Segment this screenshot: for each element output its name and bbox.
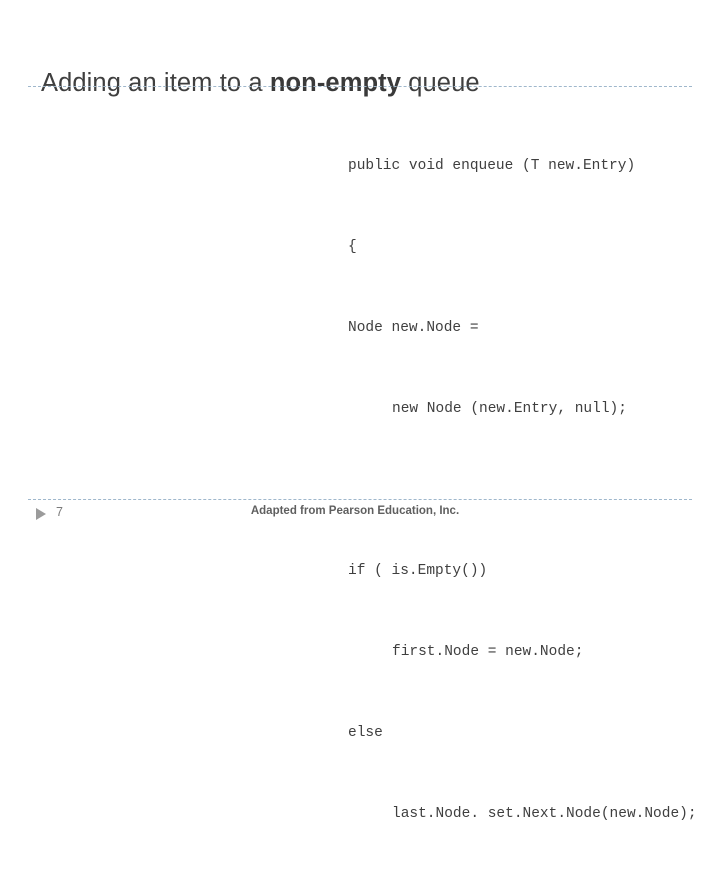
title-prefix: Adding an item to a xyxy=(41,69,270,98)
page-number: 7 xyxy=(56,505,63,519)
title-suffix: queue xyxy=(401,69,480,98)
triangle-right-icon xyxy=(36,508,46,520)
page-title: Adding an item to a non-empty queue xyxy=(41,69,681,98)
code-line: first.Node = new.Node; xyxy=(392,644,584,660)
title-emphasis: non-empty xyxy=(269,69,402,98)
code-block: public void enqueue (T new.Entry) { Node… xyxy=(348,99,720,882)
code-line: else xyxy=(348,725,383,741)
title-divider xyxy=(28,86,692,87)
code-line: last.Node. set.Next.Node(new.Node); xyxy=(392,806,697,822)
footer-divider xyxy=(28,499,692,500)
code-line: if ( is.Empty()) xyxy=(348,563,488,579)
slide: Adding an item to a non-empty queue publ… xyxy=(28,69,697,822)
code-line: new Node (new.Entry, null); xyxy=(392,401,627,417)
code-line: { xyxy=(348,239,357,255)
footer-credit: Adapted from Pearson Education, Inc. xyxy=(250,505,460,517)
code-line: public void enqueue (T new.Entry) xyxy=(348,158,636,174)
code-line: Node new.Node = xyxy=(348,320,479,336)
